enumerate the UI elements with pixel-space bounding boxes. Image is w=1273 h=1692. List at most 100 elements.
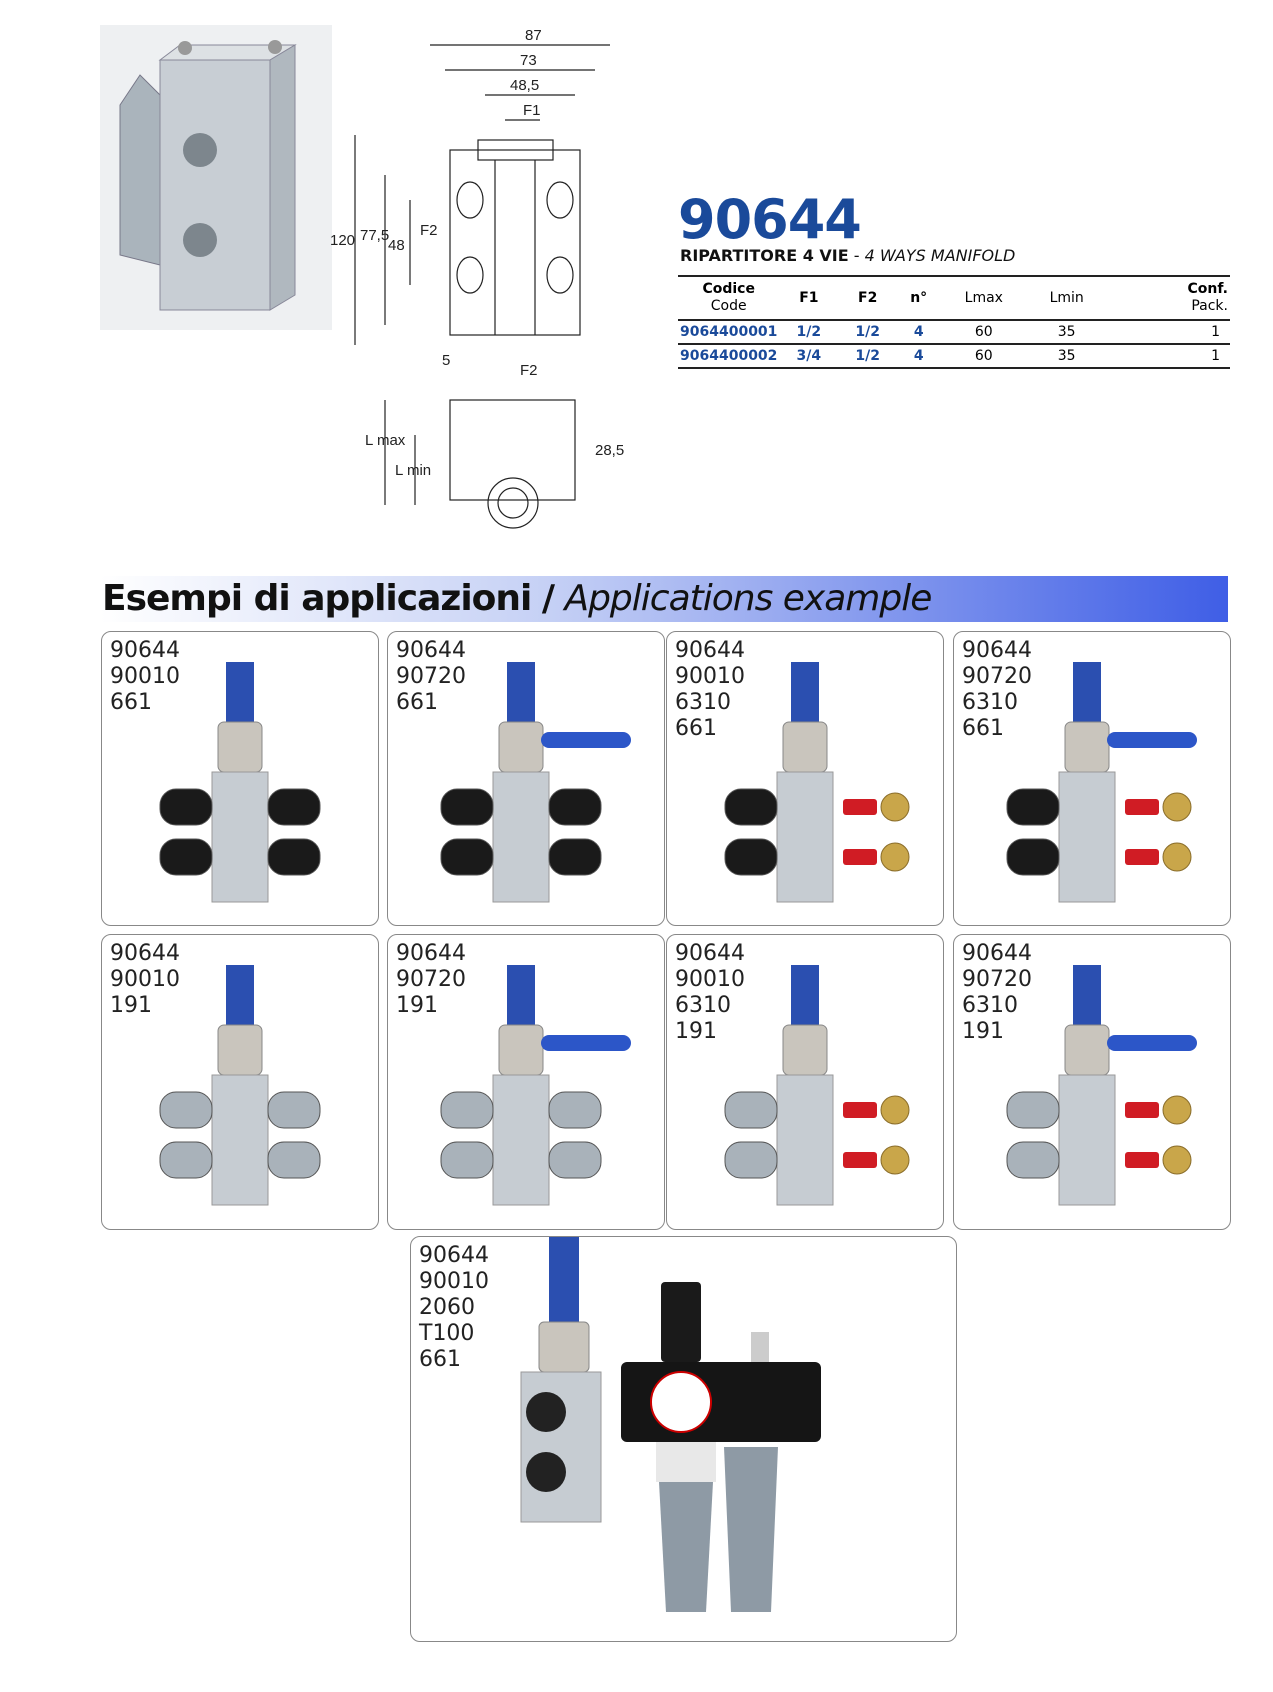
- dim-f2-bottom: F2: [520, 362, 538, 379]
- example-photo: [159, 965, 321, 1206]
- dim-28-5: 28,5: [595, 442, 624, 459]
- example-code: 90644: [675, 941, 745, 966]
- example-code: 90644: [419, 1243, 489, 1268]
- example-code: 90720: [962, 967, 1032, 992]
- example-code: 90010: [110, 967, 180, 992]
- example-code: 6310: [962, 690, 1018, 715]
- example-photo: [724, 662, 910, 903]
- product-photo: [100, 25, 332, 330]
- example-code: 90644: [962, 941, 1032, 966]
- cell-pack: 1: [1106, 344, 1230, 369]
- example-photo: [159, 662, 321, 903]
- example-code: T100: [419, 1321, 475, 1346]
- example-code: 191: [962, 1019, 1004, 1044]
- dim-f2: F2: [420, 222, 438, 239]
- example-code: 661: [396, 690, 438, 715]
- cell-code: 9064400001: [678, 320, 780, 345]
- header-lmin: Lmin: [1027, 275, 1106, 321]
- example-photo: [520, 1237, 821, 1612]
- section-title: Esempi di applicazioni / Applications ex…: [102, 578, 932, 619]
- header-f1: F1: [799, 289, 819, 306]
- cell-lmax: 60: [940, 344, 1028, 369]
- header-n: n°: [910, 289, 928, 306]
- example-code: 2060: [419, 1295, 475, 1320]
- dim-48-5: 48,5: [510, 77, 539, 94]
- title-en: 4 WAYS MANIFOLD: [864, 246, 1016, 265]
- example-code: 90720: [396, 664, 466, 689]
- table-row: 9064400002 3/4 1/2 4 60 35 1: [678, 344, 1230, 369]
- example-code: 6310: [675, 993, 731, 1018]
- example-code: 90010: [419, 1269, 489, 1294]
- example-code: 90644: [962, 638, 1032, 663]
- example-code: 191: [675, 1019, 717, 1044]
- example-code: 90644: [396, 941, 466, 966]
- dim-5: 5: [442, 352, 450, 369]
- cell-lmax: 60: [940, 320, 1028, 345]
- dim-48: 48: [388, 237, 405, 254]
- dim-120: 120: [330, 232, 355, 249]
- dim-77-5: 77,5: [360, 227, 389, 244]
- example-code: 661: [962, 716, 1004, 741]
- example-photo: [1006, 965, 1197, 1206]
- example-code: 6310: [675, 690, 731, 715]
- header-lmax: Lmax: [940, 275, 1028, 321]
- cell-pack: 1: [1106, 320, 1230, 345]
- dim-f1: F1: [523, 102, 541, 119]
- header-pack-en: Pack.: [1191, 298, 1228, 314]
- header-pack-it: Conf.: [1187, 281, 1228, 297]
- example-code: 90720: [962, 664, 1032, 689]
- cell-n: 4: [897, 320, 941, 345]
- section-band: [100, 576, 1228, 622]
- cell-f2: 1/2: [838, 320, 898, 345]
- example-code: 661: [110, 690, 152, 715]
- example-code: 90644: [675, 638, 745, 663]
- example-code: 90644: [110, 638, 180, 663]
- cell-lmin: 35: [1027, 344, 1106, 369]
- title-it: RIPARTITORE 4 VIE: [680, 246, 849, 265]
- example-code: 191: [110, 993, 152, 1018]
- dim-87: 87: [525, 27, 542, 44]
- cell-f1: 1/2: [779, 320, 839, 345]
- table-row: 9064400001 1/2 1/2 4 60 35 1: [678, 320, 1230, 345]
- example-code: 90010: [675, 967, 745, 992]
- product-code-title: 90644: [678, 188, 862, 251]
- example-code: 191: [396, 993, 438, 1018]
- section-title-it: Esempi di applicazioni: [102, 578, 532, 619]
- cell-n: 4: [897, 344, 941, 369]
- dim-lmin: L min: [395, 462, 431, 479]
- example-code: 90644: [110, 941, 180, 966]
- header-f2: F2: [858, 289, 878, 306]
- example-code: 661: [419, 1347, 461, 1372]
- section-slash: /: [541, 578, 555, 619]
- cell-f1: 3/4: [779, 344, 839, 369]
- example-code: 90644: [396, 638, 466, 663]
- technical-drawing: 87 73 48,5 F1 120 77,5 48 F2 5 F2 L max …: [330, 27, 624, 529]
- product-subtitle: RIPARTITORE 4 VIE - 4 WAYS MANIFOLD: [680, 246, 1015, 265]
- example-photo: [440, 662, 631, 903]
- example-code: 90720: [396, 967, 466, 992]
- example-photo: [440, 965, 631, 1206]
- example-photo: [724, 965, 910, 1206]
- example-code: 661: [675, 716, 717, 741]
- cell-lmin: 35: [1027, 320, 1106, 345]
- header-code-en: Code: [710, 298, 747, 314]
- section-title-en: Applications example: [564, 578, 932, 619]
